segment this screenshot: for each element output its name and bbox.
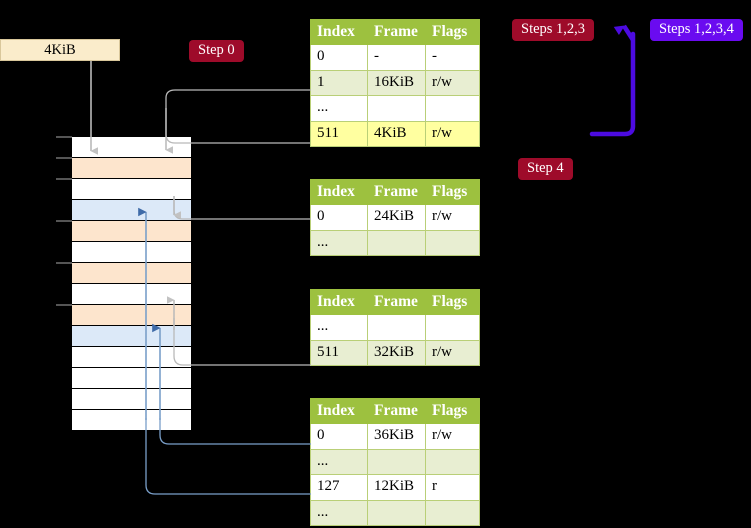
cell-flags: - [425, 44, 480, 71]
cell-frame [367, 314, 426, 341]
table-row[interactable]: ... [310, 95, 480, 122]
memory-cell[interactable] [56, 262, 191, 284]
table-row[interactable]: ... [310, 314, 480, 341]
cell-flags [425, 499, 480, 527]
cell-index: 511 [310, 339, 368, 367]
memory-cell[interactable] [56, 157, 191, 179]
memory-cell[interactable] [56, 178, 191, 200]
cell-frame [367, 95, 426, 122]
table-row[interactable]: ... [310, 499, 480, 527]
cell-flags: r/w [425, 423, 480, 450]
memory-cell[interactable] [72, 368, 191, 389]
column-header-index: Index [310, 288, 368, 316]
memory-cell[interactable] [56, 304, 191, 326]
memory-cell[interactable] [72, 347, 191, 368]
cell-frame: 24KiB [367, 204, 426, 231]
cell-frame [367, 448, 426, 476]
column-header-flags: Flags [425, 18, 480, 46]
cell-index: ... [310, 448, 368, 476]
memory-cell[interactable] [72, 410, 191, 431]
cell-flags [425, 448, 480, 476]
badge-steps-1234: Steps 1,2,3,4 [650, 19, 743, 42]
memory-tick-mark [56, 220, 72, 222]
column-header-flags: Flags [425, 288, 480, 316]
cell-index: 127 [310, 474, 368, 501]
connector-pdp-0 [173, 196, 311, 220]
cell-frame [367, 499, 426, 527]
badge-step-4: Step 4 [518, 158, 573, 181]
cell-index: ... [310, 95, 368, 122]
cell-frame: 36KiB [367, 423, 426, 450]
memory-tick-mark [56, 178, 72, 180]
memory-tick-mark [56, 262, 72, 264]
column-header-index: Index [310, 18, 368, 46]
cell-frame: 16KiB [367, 69, 426, 97]
memory-tick-mark [56, 136, 72, 138]
column-header-frame: Frame [367, 288, 426, 316]
memory-column [56, 136, 192, 431]
cell-frame: 4KiB [367, 120, 426, 148]
memory-cell[interactable] [72, 326, 191, 347]
cell-index: 0 [310, 44, 368, 71]
memory-cell[interactable] [72, 200, 191, 221]
cell-flags: r/w [425, 339, 480, 367]
memory-size-label: 4KiB [44, 41, 76, 58]
column-header-flags: Flags [425, 178, 480, 206]
cell-frame: 32KiB [367, 339, 426, 367]
connector-steps-bracket [589, 24, 636, 137]
memory-cell[interactable] [72, 242, 191, 263]
memory-cell[interactable] [56, 220, 191, 242]
cell-flags: r/w [425, 69, 480, 97]
cell-flags [425, 95, 480, 122]
cell-flags: r [425, 474, 480, 501]
cell-index: 0 [310, 204, 368, 231]
connector-pd-511 [167, 296, 311, 366]
column-header-index: Index [310, 397, 368, 425]
cell-frame: - [367, 44, 426, 71]
table-row[interactable]: ... [310, 448, 480, 476]
badge-step-0: Step 0 [189, 40, 244, 63]
memory-tick-mark [56, 157, 72, 159]
badge-steps-123: Steps 1,2,3 [512, 19, 595, 42]
cell-flags [425, 229, 480, 257]
cell-index: ... [310, 499, 368, 527]
column-header-frame: Frame [367, 397, 426, 425]
cell-index: 511 [310, 120, 368, 148]
cell-index: ... [310, 229, 368, 257]
cell-flags [425, 314, 480, 341]
column-header-flags: Flags [425, 397, 480, 425]
cell-index: ... [310, 314, 368, 341]
memory-size-box: 4KiB [0, 39, 120, 61]
table-row[interactable]: 0-- [310, 44, 480, 71]
cell-frame [367, 229, 426, 257]
memory-cell[interactable] [72, 284, 191, 305]
memory-cell[interactable] [72, 389, 191, 410]
column-header-frame: Frame [367, 18, 426, 46]
cell-index: 1 [310, 69, 368, 97]
column-header-index: Index [310, 178, 368, 206]
memory-cell[interactable] [56, 136, 191, 158]
cell-index: 0 [310, 423, 368, 450]
column-header-frame: Frame [367, 178, 426, 206]
memory-tick-mark [56, 304, 72, 306]
table-row[interactable]: ... [310, 229, 480, 257]
cell-flags: r/w [425, 120, 480, 148]
cell-frame: 12KiB [367, 474, 426, 501]
cell-flags: r/w [425, 204, 480, 231]
